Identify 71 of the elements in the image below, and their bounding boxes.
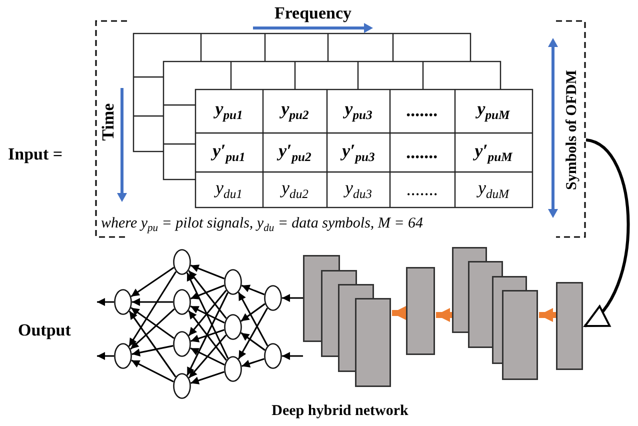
arrow	[238, 292, 268, 346]
arrow	[190, 305, 225, 324]
neuron-circle	[173, 331, 191, 357]
arrow	[240, 332, 266, 351]
arrow	[241, 284, 265, 296]
arrow	[97, 298, 114, 306]
axis-title: Frequency	[274, 4, 352, 24]
arrow	[190, 329, 224, 342]
arrow	[240, 303, 266, 322]
neuron-circle	[173, 249, 191, 275]
arrow	[190, 347, 225, 366]
network-caption: Deep hybrid network	[272, 402, 408, 420]
arrow	[392, 306, 406, 320]
input-label: Input =	[8, 146, 63, 164]
axis-title: Symbols of OFDM	[564, 70, 580, 190]
neuron-circle	[224, 269, 242, 295]
symbol-label: y$_{pu1}$	[215, 99, 243, 123]
arrow	[132, 345, 174, 357]
arrow	[186, 272, 229, 359]
arrow	[188, 310, 227, 361]
symbol-label: y$_{duM}$	[478, 178, 510, 202]
symbol-label: y′$_{pu1}$	[212, 140, 246, 164]
symbol-label: y$_{du1}$	[216, 178, 242, 202]
arrow	[130, 307, 174, 339]
symbol-label: y′$_{pu2}$	[278, 140, 312, 164]
arrow	[130, 308, 175, 350]
feature-map-block	[556, 282, 584, 370]
arrow	[190, 371, 224, 384]
arrow	[131, 360, 174, 382]
symbol-label: y$_{puM}$	[477, 99, 510, 123]
neuron-circle	[173, 289, 191, 315]
symbol-label: y$_{pu3}$	[344, 99, 372, 123]
symbol-label: y$_{pu2}$	[281, 99, 309, 123]
ellipsis-text: .......	[406, 180, 438, 200]
ellipsis-text: .......	[406, 142, 438, 162]
arrow	[130, 266, 174, 298]
arrow	[188, 334, 227, 378]
neuron-circle	[224, 356, 242, 382]
neuron-circle	[224, 314, 242, 340]
arrow	[242, 358, 264, 368]
feature-map-stack	[303, 255, 392, 388]
arrow	[186, 292, 229, 376]
neuron-circle	[264, 343, 282, 369]
arrow	[539, 308, 556, 322]
arrow	[188, 270, 227, 319]
arrow	[190, 264, 225, 280]
feature-map-stack	[452, 247, 539, 381]
symbol-label: y′$_{puM}$	[474, 140, 512, 164]
arrow	[238, 308, 268, 360]
symbol-label: y$_{du3}$	[345, 178, 372, 202]
arrow	[584, 138, 630, 328]
neuron-circle	[114, 289, 132, 315]
note-text: where y$_{pu}$ = pilot signals, y$_{du}$ = data symbols, M = 64	[101, 215, 424, 235]
ellipsis-text: .......	[406, 101, 438, 121]
symbol-label: y$_{du2}$	[282, 178, 308, 202]
arrow	[190, 284, 225, 300]
arrow	[282, 352, 303, 360]
axis-title: Time	[100, 103, 118, 141]
arrow	[128, 271, 177, 347]
arrow	[132, 298, 173, 306]
neuron-circle	[114, 343, 132, 369]
feature-map-block	[406, 267, 436, 355]
arrow	[97, 352, 114, 360]
neuron-circle	[173, 373, 191, 399]
symbol-label: y′$_{pu3}$	[342, 140, 375, 164]
arrow	[188, 290, 227, 336]
output-label: Output	[18, 322, 71, 340]
arrow	[436, 308, 452, 322]
neuron-circle	[264, 285, 282, 311]
arrow	[282, 294, 303, 302]
arrow	[128, 310, 176, 378]
